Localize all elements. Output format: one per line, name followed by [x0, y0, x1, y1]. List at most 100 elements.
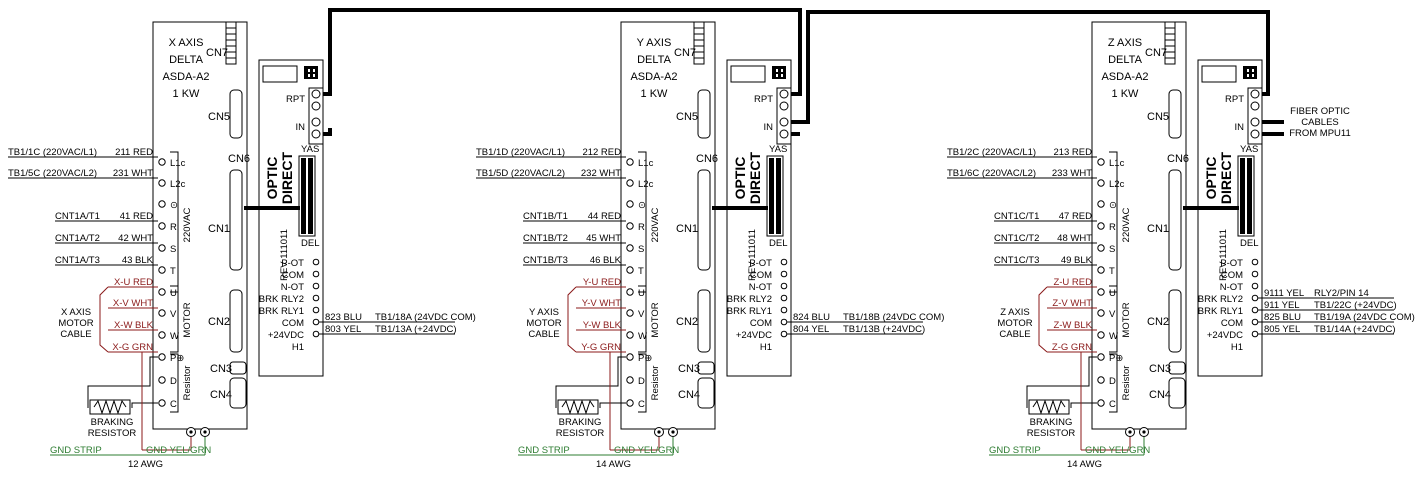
ground-link-wire: [610, 437, 660, 451]
rpt-label-line: RPT: [1225, 94, 1244, 105]
motor-wire-tag-line: Y-G GRN: [581, 342, 621, 353]
l-wire-tag: 213 RED: [1053, 147, 1092, 158]
pin-label-line: C: [1109, 399, 1116, 410]
module-led: [776, 74, 778, 77]
braking-resistor-label-line: BRAKING: [1030, 417, 1073, 428]
l-source-label-line: TB1/1D (220VAC/L1): [476, 147, 565, 158]
power-source-label: CNT1A/T3: [55, 255, 100, 266]
h1-pin-label: N-OT: [749, 282, 772, 293]
gnd-yelgrn-label: GND YEL/GRN: [146, 445, 211, 456]
motor-wire-tag-line: X-U RED: [114, 277, 153, 288]
terminal-R: [158, 222, 166, 230]
cn4-label-line: CN4: [678, 389, 700, 401]
terminal-L1c: [158, 158, 166, 166]
cn7-connector: [225, 21, 237, 65]
cn6-label-line: CN6: [696, 153, 718, 165]
l-source-label: TB1/5D (220VAC/L2): [476, 168, 565, 179]
fiber-port: [1250, 89, 1260, 99]
cn5-label-line: CN5: [676, 111, 698, 123]
h1-pin-label: H1: [1231, 342, 1243, 353]
pin-label-line: L1c: [638, 158, 654, 169]
terminal-U: [1097, 288, 1105, 296]
h1-terminal: [780, 282, 788, 290]
module-window: [730, 65, 766, 83]
pin-label-line: V: [638, 309, 645, 320]
power-source-label: CNT1B/T3: [523, 255, 568, 266]
gnd-yelgrn-label-line: GND YEL/GRN: [614, 445, 679, 456]
terminal-P⊕: [1097, 353, 1105, 361]
terminal-W: [626, 331, 634, 339]
module-brand-2: DIRECT: [279, 152, 295, 205]
module-window: [1201, 65, 1237, 83]
l-source-label: TB1/6C (220VAC/L2): [947, 168, 1036, 179]
pin-label-line: L2c: [170, 179, 186, 190]
ground-link-wire: [142, 437, 192, 451]
h1-wire-tag: 825 BLU: [1264, 312, 1301, 323]
motor-wire-tag-line: Z-U RED: [1053, 277, 1092, 288]
pin-label: S: [638, 244, 644, 255]
module-brand-2: DIRECT: [747, 152, 763, 205]
h1-terminal: [780, 258, 788, 266]
motor-cable-label-line: MOTOR: [997, 318, 1032, 329]
cn5-connector: [1168, 89, 1182, 139]
pin-label-line: L1c: [170, 158, 186, 169]
module-led-block: [1243, 66, 1257, 79]
pin-label: ⊙: [638, 200, 646, 211]
pin-label-line: C: [170, 399, 177, 410]
label-motor: MOTOR: [650, 302, 661, 337]
h1-pin-label-line: COM: [1221, 318, 1243, 329]
motor-cable-label-line: MOTOR: [526, 318, 561, 329]
l-source-label-line: TB1/6C (220VAC/L2): [947, 168, 1036, 179]
pin-label-line: P⊕: [638, 353, 652, 364]
fiber-port: [779, 101, 789, 111]
l-wire-tag-line: 231 WHT: [113, 168, 153, 179]
fiber-port: [311, 117, 321, 127]
motor-cable-label-line: CABLE: [60, 329, 91, 340]
cn3-label: CN3: [678, 363, 700, 375]
h1-terminal: [312, 282, 320, 290]
h1-pin-label: P-OT: [281, 258, 304, 269]
fiber-optic-label-line: FIBER OPTIC: [1290, 106, 1350, 117]
module-led: [308, 74, 310, 77]
terminal-D: [1097, 376, 1105, 384]
power-wire-tag-line: 41 RED: [120, 211, 153, 222]
rev-label-line: REV 111011: [747, 229, 758, 281]
terminal-W: [158, 331, 166, 339]
power-wire-tag-line: 46 BLK: [590, 255, 622, 266]
resistor-zigzag: [561, 399, 595, 415]
h1-wire-dest: RLY2/PIN 14: [1314, 288, 1369, 299]
drive-title-line: 1 KW: [173, 88, 201, 100]
in-label-line: IN: [764, 122, 774, 133]
label-motor-line: MOTOR: [650, 302, 661, 337]
h1-wire-tag-line: 804 YEL: [793, 324, 829, 335]
braking-resistor-label-line: RESISTOR: [556, 428, 605, 439]
power-wire-tag: 43 BLK: [122, 255, 154, 266]
fiber-port: [311, 89, 321, 99]
power-source-label: CNT1C/T3: [994, 255, 1039, 266]
h1-pin-label: H1: [760, 342, 772, 353]
h1-pin-label: COM: [282, 318, 304, 329]
label-220vac-line: 220VAC: [182, 208, 193, 243]
pin-label-line: T: [170, 266, 176, 277]
module-led: [313, 69, 315, 72]
fiber-optic-label-line: CABLES: [1301, 117, 1339, 128]
h1-pin-label: +24VDC: [268, 330, 304, 341]
terminal-S: [158, 244, 166, 252]
power-wire-tag-line: 43 BLK: [122, 255, 154, 266]
h1-pin-label-line: COM: [282, 318, 304, 329]
terminal-V: [626, 309, 634, 317]
terminal-R: [626, 222, 634, 230]
bracket-220vac: [1109, 151, 1118, 293]
power-source-label-line: CNT1A/T1: [55, 211, 100, 222]
pin-label: R: [1109, 222, 1116, 233]
cn7-connector: [1164, 21, 1176, 65]
pin-label: T: [1109, 266, 1115, 277]
power-source-label: CNT1A/T1: [55, 211, 100, 222]
motor-wire-tag: Y-V WHT: [582, 298, 621, 309]
awg-label-line: 14 AWG: [596, 459, 631, 470]
motor-cable-bundle: [99, 286, 109, 353]
